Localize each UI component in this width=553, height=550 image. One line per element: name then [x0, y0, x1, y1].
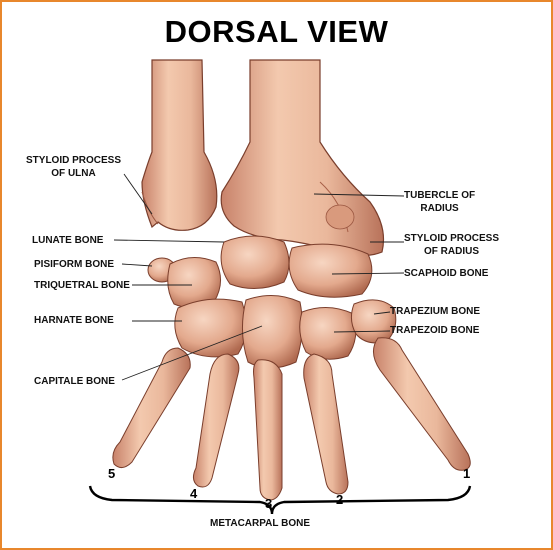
label-line: OF RADIUS	[424, 246, 479, 257]
ulna-bone	[141, 59, 218, 231]
metacarpal-number-1: 1	[463, 466, 471, 481]
carpal-bones	[147, 235, 397, 369]
label-triquetral-bone: TRIQUETRAL BONE	[34, 280, 130, 291]
label-line: STYLOID PROCESS	[404, 233, 500, 244]
metacarpal-number-4: 4	[190, 486, 198, 501]
label-pisiform-bone: PISIFORM BONE	[34, 259, 115, 270]
label-line: RADIUS	[420, 203, 459, 214]
leader-lines	[113, 173, 405, 381]
label-trapezoid-bone: TRAPEZOID BONE	[390, 325, 480, 336]
metacarpal-number-2: 2	[336, 492, 344, 507]
label-styloid-process-ulna: STYLOID PROCESS OF ULNA	[26, 154, 121, 180]
label-styloid-process-radius: STYLOID PROCESS OF RADIUS	[404, 232, 499, 258]
metacarpal-number-5: 5	[108, 466, 116, 481]
metacarpal-number-3: 3	[265, 496, 273, 511]
metacarpal-bones	[112, 337, 471, 501]
label-metacarpal-bone: METACARPAL BONE	[210, 518, 310, 529]
label-trapezium-bone: TRAPEZIUM BONE	[390, 306, 480, 317]
label-tubercle-of-radius: TUBERCLE OF RADIUS	[404, 189, 475, 215]
label-line: TUBERCLE OF	[404, 190, 476, 201]
label-line: STYLOID PROCESS	[26, 155, 122, 166]
label-scaphoid-bone: SCAPHOID BONE	[404, 268, 489, 279]
metacarpal-bracket	[88, 485, 472, 515]
label-capitale-bone: CAPITALE BONE	[34, 376, 115, 387]
label-line: OF ULNA	[51, 168, 96, 179]
diagram-title: DORSAL VIEW	[164, 14, 389, 49]
radius-bone	[220, 59, 385, 257]
label-lunate-bone: LUNATE BONE	[32, 235, 104, 246]
label-harnate-bone: HARNATE BONE	[34, 315, 114, 326]
